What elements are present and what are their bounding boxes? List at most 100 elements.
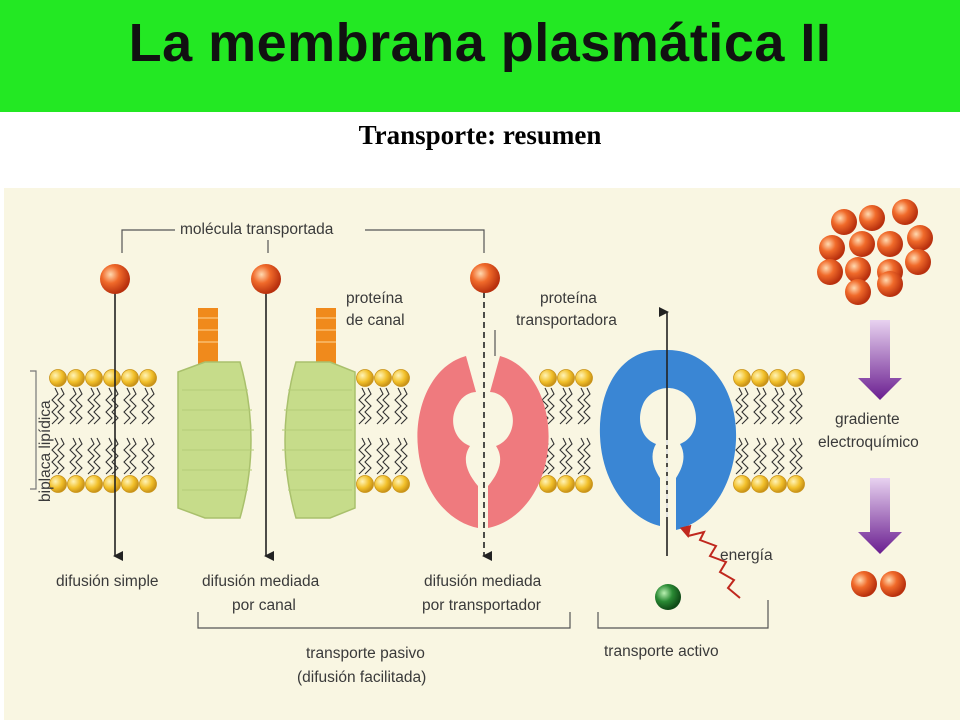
lipid-head: [539, 369, 557, 387]
label-channel-line2: de canal: [346, 312, 405, 329]
lipid-tail: [759, 387, 767, 425]
label-pointers: [30, 229, 769, 629]
lipid-tail: [111, 387, 119, 425]
lipid-head: [103, 475, 121, 493]
lipid-tail: [93, 437, 101, 475]
lipid-head: [121, 475, 139, 493]
lipid-head: [103, 369, 121, 387]
channel-protein: [177, 308, 356, 519]
lipid-tail: [759, 437, 767, 475]
channel-right-half: [284, 361, 356, 519]
lipid-tail: [741, 387, 749, 425]
lipid-tail: [789, 437, 797, 475]
lipid-head: [67, 475, 85, 493]
lipid-head: [392, 475, 410, 493]
lipid-tail: [577, 437, 585, 475]
lipid-tail: [105, 437, 113, 475]
label-carrier-diff-line2: por transportador: [422, 597, 541, 614]
lipid-tail: [364, 387, 372, 425]
lipid-tail: [57, 387, 65, 425]
lipid-tail: [358, 437, 366, 475]
label-bilayer: biplaca lipídica: [37, 400, 54, 502]
gradient-molecule-low-1: [851, 571, 877, 597]
lipid-tail: [777, 387, 785, 425]
lipid-head: [356, 475, 374, 493]
carrier-protein: [417, 356, 549, 528]
title-banner: [0, 0, 960, 112]
lipid-head: [49, 475, 67, 493]
lipid-tail: [93, 387, 101, 425]
label-molecule: molécula transportada: [180, 221, 334, 238]
lipid-tail: [364, 437, 372, 475]
lipid-tail: [753, 387, 761, 425]
lipid-head: [575, 369, 593, 387]
pump-body: [599, 350, 737, 530]
lipid-tail: [75, 387, 83, 425]
lipid-head: [557, 475, 575, 493]
lipid-tail: [735, 387, 743, 425]
lipid-head: [787, 475, 805, 493]
lipid-tail: [376, 437, 384, 475]
energy-molecule: [655, 584, 681, 610]
label-simple-diffusion: difusión simple: [56, 573, 159, 590]
lipid-head: [67, 369, 85, 387]
lipid-tail: [559, 437, 567, 475]
lipid-tail: [382, 437, 390, 475]
lipid-tail: [75, 437, 83, 475]
lipid-tail: [547, 387, 555, 425]
lipid-tail: [141, 387, 149, 425]
lipid-head: [121, 369, 139, 387]
lipid-tail: [69, 387, 77, 425]
lipid-tail: [105, 387, 113, 425]
lipid-bilayer: [49, 369, 805, 493]
lipid-head: [557, 369, 575, 387]
gradient-molecule-cluster: [817, 199, 933, 305]
active-transport-pump: [599, 350, 737, 530]
lipid-tail: [795, 387, 803, 425]
page-subtitle: Transporte: resumen: [358, 120, 602, 150]
lipid-tail: [141, 437, 149, 475]
lipid-tail: [735, 437, 743, 475]
lipid-head: [539, 475, 557, 493]
lipid-tail: [400, 387, 408, 425]
lipid-tail: [565, 437, 573, 475]
lipid-tail: [583, 437, 591, 475]
lipid-head: [139, 369, 157, 387]
lipid-tail: [777, 437, 785, 475]
gradient-arrow-bottom: [858, 478, 902, 554]
lipid-head: [751, 369, 769, 387]
lipid-head: [85, 369, 103, 387]
lipid-tail: [111, 437, 119, 475]
label-carrier-line2: transportadora: [516, 312, 617, 329]
molecule-channel: [251, 264, 281, 294]
lipid-tail: [771, 387, 779, 425]
lipid-head: [769, 475, 787, 493]
lipid-tail: [87, 387, 95, 425]
label-carrier-line1: proteína: [540, 290, 597, 307]
lipid-head: [392, 369, 410, 387]
label-energy: energía: [720, 547, 773, 564]
lipid-head: [374, 475, 392, 493]
transport-arrows: [113, 290, 669, 561]
label-channel-diff-line2: por canal: [232, 597, 296, 614]
lipid-tail: [583, 387, 591, 425]
lipid-tail: [87, 437, 95, 475]
lipid-tail: [789, 387, 797, 425]
transported-molecules: [100, 263, 500, 294]
lipid-head: [751, 475, 769, 493]
lipid-tail: [51, 387, 59, 425]
label-gradient-line2: electroquímico: [818, 434, 919, 451]
lipid-head: [733, 369, 751, 387]
lipid-head: [85, 475, 103, 493]
lipid-head: [374, 369, 392, 387]
channel-gate-right: [316, 308, 336, 364]
lipid-tail: [129, 387, 137, 425]
lipid-tail: [541, 387, 549, 425]
channel-left-half: [177, 361, 252, 519]
lipid-tail: [376, 387, 384, 425]
label-active: transporte activo: [604, 643, 719, 660]
lipid-head: [787, 369, 805, 387]
energy-arrow: [679, 524, 741, 599]
label-passive-line1: transporte pasivo: [306, 645, 425, 662]
diagram-labels: molécula transportada proteína de canal …: [37, 221, 919, 686]
